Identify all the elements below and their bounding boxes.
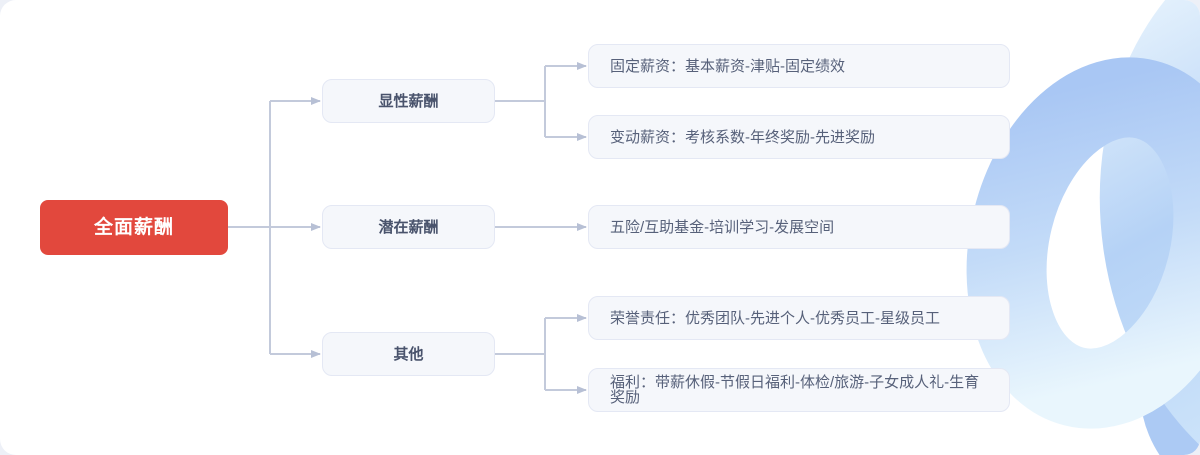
branch-node-other: 其他 bbox=[322, 332, 495, 376]
leaf-node-welfare: 福利：带薪休假-节假日福利-体检/旅游-子女成人礼-生育奖励 bbox=[588, 368, 1010, 412]
root-node-total-compensation: 全面薪酬 bbox=[40, 200, 228, 255]
leaf-node-variable-salary: 变动薪资：考核系数-年终奖励-先进奖励 bbox=[588, 115, 1010, 159]
leaf-node-insurance-training: 五险/互助基金-培训学习-发展空间 bbox=[588, 205, 1010, 249]
branch-node-explicit-compensation: 显性薪酬 bbox=[322, 79, 495, 123]
leaf-node-fixed-salary: 固定薪资：基本薪资-津贴-固定绩效 bbox=[588, 44, 1010, 88]
branch-node-potential-compensation: 潜在薪酬 bbox=[322, 205, 495, 249]
leaf-node-honor-responsibility: 荣誉责任：优秀团队-先进个人-优秀员工-星级员工 bbox=[588, 296, 1010, 340]
